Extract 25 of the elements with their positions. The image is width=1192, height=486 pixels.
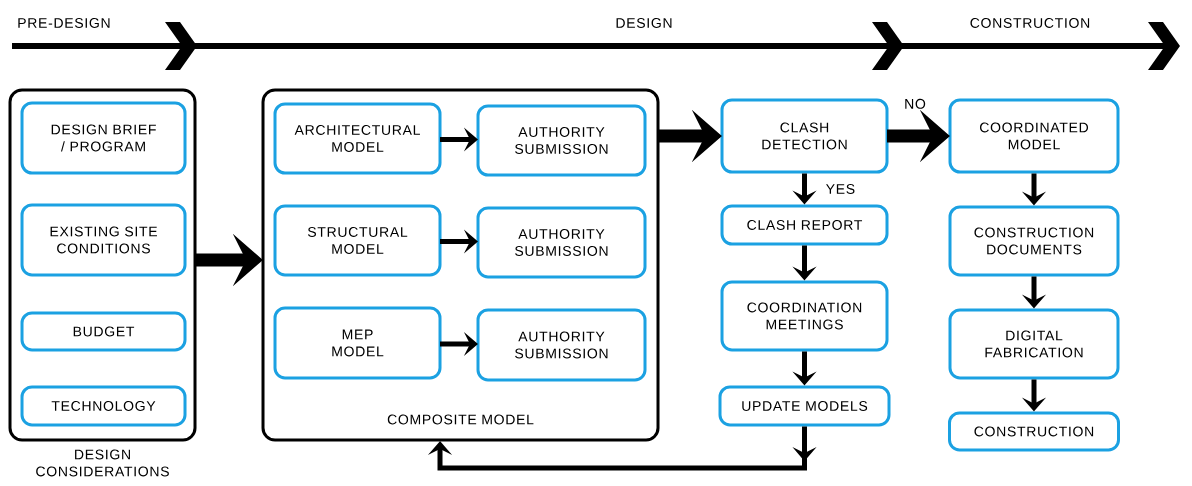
edge-label: YES: [824, 183, 857, 195]
arrow: [427, 426, 817, 471]
process-box: MEP MODEL: [273, 306, 442, 380]
process-box: ARCHITECTURAL MODEL: [273, 102, 442, 175]
phase-label: PRE-DESIGN: [18, 18, 110, 28]
process-box: CLASH DETECTION: [720, 98, 889, 174]
process-box: COORDINATION MEETINGS: [720, 280, 889, 352]
phase-label: DESIGN: [616, 18, 672, 28]
phase-label: CONSTRUCTION: [970, 18, 1090, 28]
process-box: UPDATE MODELS: [718, 385, 891, 427]
process-box: BUDGET: [20, 311, 187, 352]
process-box: COORDINATED MODEL: [948, 98, 1120, 174]
process-box: CLASH REPORT: [720, 204, 889, 246]
process-box: DIGITAL FABRICATION: [948, 308, 1120, 380]
process-box: CONSTRUCTION: [948, 411, 1120, 452]
process-box: EXISTING SITE CONDITIONS: [20, 203, 187, 277]
process-box: DESIGN BRIEF / PROGRAM: [20, 101, 187, 175]
edge-label: NO: [903, 97, 927, 110]
process-box: CONSTRUCTION DOCUMENTS: [948, 205, 1120, 277]
process-box: TECHNOLOGY: [20, 385, 187, 427]
process-box: STRUCTURAL MODEL: [273, 204, 442, 277]
node-label: DESIGN CONSIDERATIONS: [36, 449, 169, 477]
process-box: AUTHORITY SUBMISSION: [476, 308, 647, 382]
process-box: AUTHORITY SUBMISSION: [476, 206, 647, 279]
process-box: AUTHORITY SUBMISSION: [476, 104, 647, 177]
